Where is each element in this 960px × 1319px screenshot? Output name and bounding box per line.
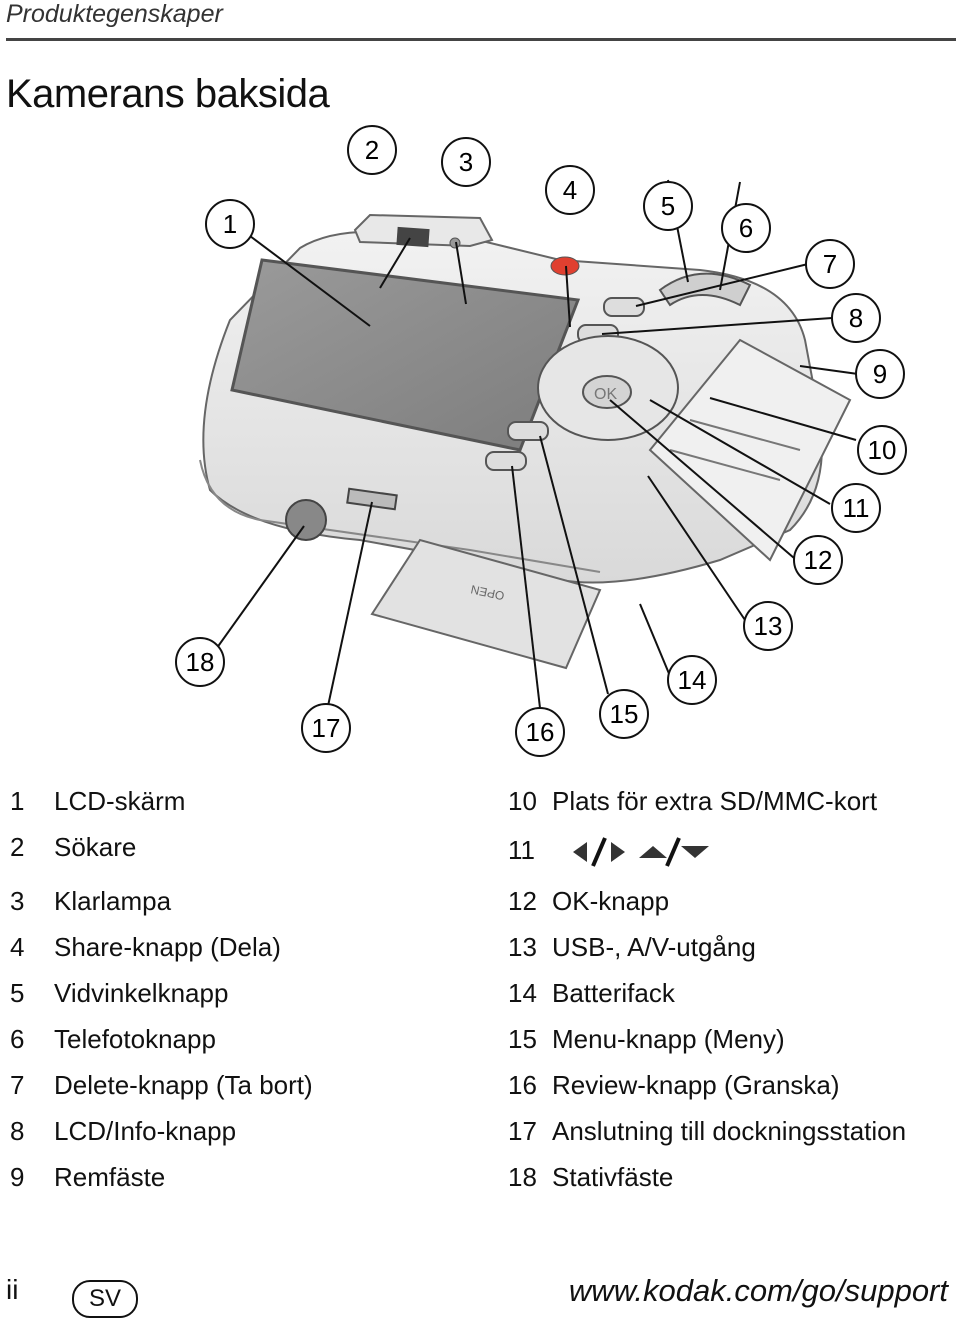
svg-text:17: 17 [312,713,341,743]
callout-12: 12 [793,535,843,585]
svg-text:18: 18 [186,647,215,677]
svg-text:6: 6 [739,213,753,243]
svg-text:9: 9 [873,359,887,389]
callout-15: 15 [599,689,649,739]
callout-8: 8 [831,293,881,343]
callout-17: 17 [301,703,351,753]
svg-text:8: 8 [849,303,863,333]
ready-light [449,237,461,249]
card-door [648,338,852,562]
svg-text:7: 7 [823,249,837,279]
callout-5: 5 [643,181,693,231]
svg-text:15: 15 [610,699,639,729]
callout-10: 10 [857,425,907,475]
svg-text:2: 2 [365,135,379,165]
camera-back-diagram: OK OPEN 1 2 3 4 5 6 7 8 9 [175,125,907,757]
svg-text:12: 12 [804,545,833,575]
callout-11: 11 [831,483,881,533]
left-right-arrows-icon [573,837,626,867]
battery-door [370,538,602,670]
delete-button-shape [603,297,645,317]
page-title: Kamerans baksida [6,72,330,116]
callout-14: 14 [667,655,717,705]
callout-3: 3 [441,137,491,187]
svg-text:1: 1 [223,209,237,239]
callout-9: 9 [855,349,905,399]
battery-door-text: OPEN [469,582,505,603]
svg-text:10: 10 [868,435,897,465]
callout-1: 1 [205,199,255,249]
menu-button-shape [507,421,549,441]
svg-text:5: 5 [661,191,675,221]
svg-text:13: 13 [754,611,783,641]
page-number: ii [6,1274,19,1305]
section-header: Produktegenskaper [6,0,223,28]
callout-18: 18 [175,637,225,687]
callout-4: 4 [545,165,595,215]
callout-group: 1 2 3 4 5 6 7 8 9 10 11 12 13 14 15 16 1… [175,125,907,757]
callout-7: 7 [805,239,855,289]
svg-text:4: 4 [563,175,577,205]
ok-button-shape [582,375,632,409]
language-badge: SV [72,1280,138,1318]
svg-text:14: 14 [678,665,707,695]
lcd-screen [230,258,581,452]
viewfinder [396,226,430,248]
share-button [550,256,580,276]
navigation-arrows-icon [573,837,710,867]
legend-item-11: 11 [508,832,719,872]
svg-text:11: 11 [843,493,870,523]
callout-16: 16 [515,707,565,757]
leader-lines [213,179,859,709]
svg-text:16: 16 [526,717,555,747]
callout-2: 2 [347,125,397,175]
support-url[interactable]: www.kodak.com/go/support [568,1273,948,1308]
tripod-socket [285,499,327,541]
callout-6: 6 [721,203,771,253]
up-down-arrows-icon [639,837,710,867]
svg-text:3: 3 [459,147,473,177]
review-button-shape [485,451,527,471]
ok-button-label: OK [594,386,617,403]
header-rule [6,38,956,41]
callout-13: 13 [743,601,793,651]
